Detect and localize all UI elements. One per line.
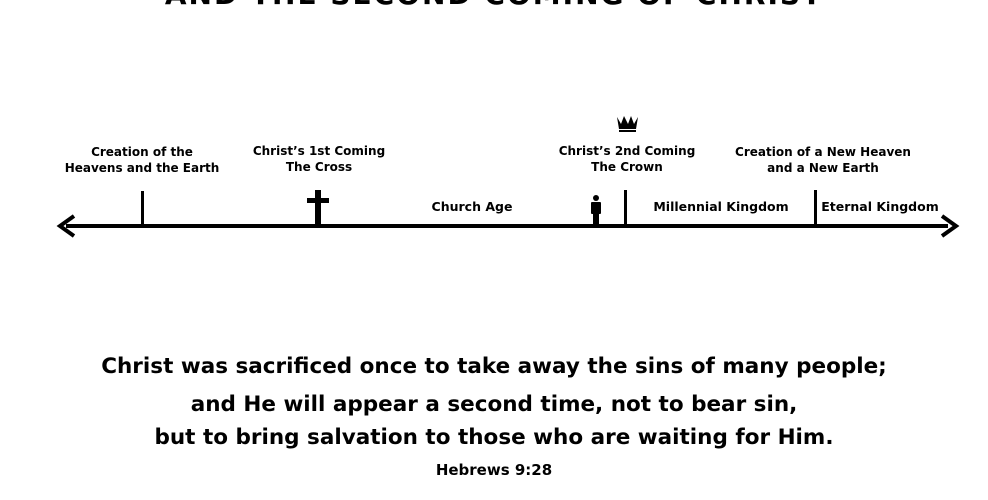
event-creation: Creation of the Heavens and the Earth <box>65 144 220 176</box>
arrow-right-icon <box>940 214 960 238</box>
event-label-line: Creation of a New Heaven <box>735 145 911 159</box>
arrow-left-icon <box>56 214 76 238</box>
cross-icon <box>307 190 329 226</box>
verse-reference: Hebrews 9:28 <box>435 461 553 479</box>
event-new-heaven: Creation of a New Heaven and a New Earth <box>735 144 911 176</box>
verse-line: Christ was sacrificed once to take away … <box>101 354 887 379</box>
verse-line: but to bring salvation to those who are … <box>154 425 834 450</box>
event-label-line: and a New Earth <box>767 161 879 175</box>
event-label-line: Creation of the <box>91 145 193 159</box>
event-label-line: Christ’s 2nd Coming <box>558 144 696 158</box>
tick-second-coming <box>624 190 627 226</box>
tick-new-heaven <box>814 190 817 226</box>
event-label-line: Heavens and the Earth <box>64 161 220 175</box>
diagram-title: AND THE SECOND COMING OF CHRIST <box>0 0 988 11</box>
period-eternal-kingdom: Eternal Kingdom <box>821 199 939 214</box>
timeline-axis <box>66 224 948 228</box>
tick-creation <box>141 191 144 226</box>
event-label-line: The Crown <box>591 160 663 174</box>
period-millennial-kingdom: Millennial Kingdom <box>653 199 789 214</box>
crown-icon <box>617 116 638 132</box>
event-label-line: The Cross <box>285 160 353 174</box>
person-icon <box>591 195 601 225</box>
event-label-line: Christ’s 1st Coming <box>252 144 386 158</box>
verse-line: and He will appear a second time, not to… <box>190 392 798 417</box>
event-second-coming: Christ’s 2nd Coming The Crown <box>559 143 696 175</box>
period-church-age: Church Age <box>431 199 513 214</box>
event-first-coming: Christ’s 1st Coming The Cross <box>253 143 385 175</box>
